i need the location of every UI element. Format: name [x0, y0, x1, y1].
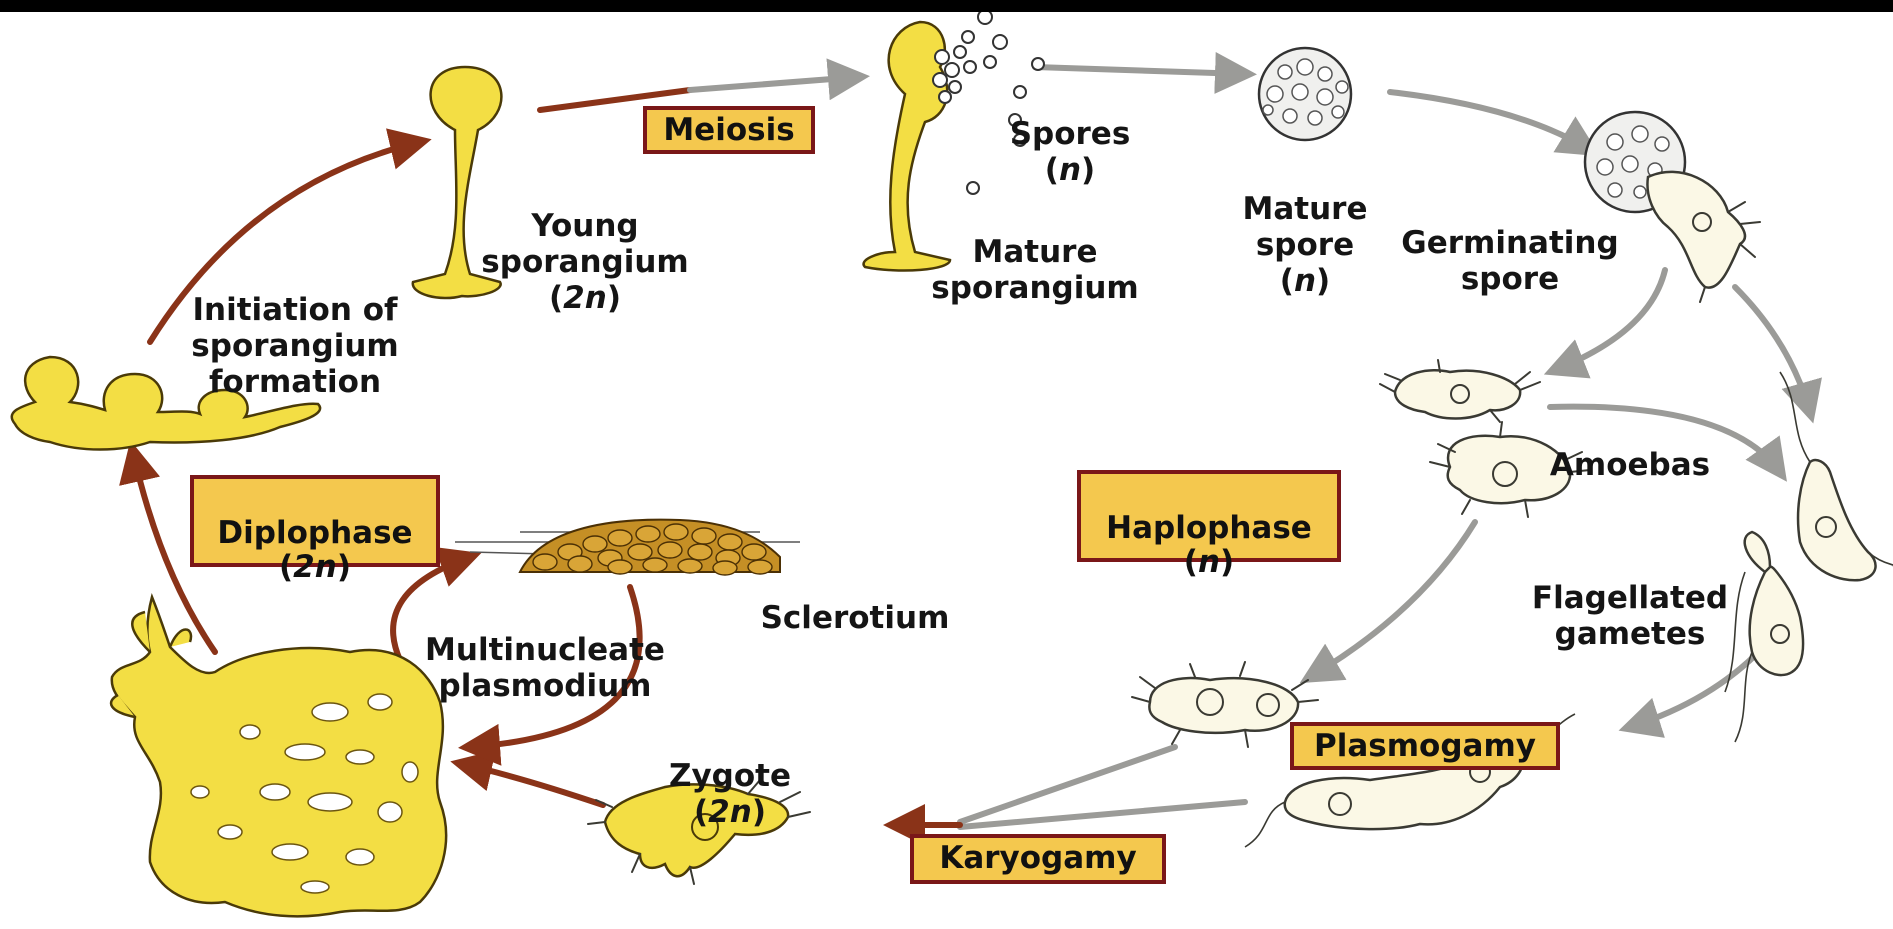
sclerotium-icon — [455, 520, 800, 575]
zygote-label: Zygote(2n) — [645, 722, 815, 830]
spores-label: Spores(n) — [990, 80, 1150, 188]
mature-sporangium-label: Mature sporangium — [905, 234, 1165, 306]
young-sporangium-ploidy: 2n — [563, 280, 607, 316]
zygote-text: Zygote — [669, 758, 791, 794]
mature-spore-label: Mature spore(n) — [1215, 155, 1395, 299]
arrow-germinating-to-gamete — [1735, 287, 1810, 412]
arrow-meiosis-to-mature-sporangium — [690, 77, 858, 90]
young-sporangium-label: Young sporangium(2n) — [455, 172, 715, 316]
life-cycle-diagram: Young sporangium(2n) Spores(n) Mature sp… — [0, 12, 1893, 929]
diplophase-ploidy: 2n — [293, 549, 337, 585]
mature-spore-ploidy: n — [1294, 263, 1316, 299]
karyogamy-box: Karyogamy — [910, 834, 1166, 884]
young-sporangium-text: Young sporangium — [481, 208, 688, 280]
flagellated-gamete-icons — [1725, 372, 1893, 742]
haplophase-text: Haplophase — [1106, 510, 1312, 546]
haplophase-box: Haplophase(n) — [1077, 470, 1341, 562]
flagellated-gametes-label: Flagellated gametes — [1515, 580, 1745, 652]
haplophase-ploidy: n — [1198, 544, 1220, 580]
amoeba-icons — [1380, 360, 1590, 517]
arrow-zygote-to-plasmodium — [462, 764, 603, 805]
initiation-label: Initiation of sporangium formation — [165, 292, 425, 400]
meiosis-box: Meiosis — [643, 106, 815, 154]
diplophase-text: Diplophase — [217, 515, 412, 551]
mature-spore-text: Mature spore — [1243, 191, 1368, 263]
amoebas-label: Amoebas — [1535, 447, 1725, 483]
arrow-spores-to-mature-spore — [1035, 67, 1245, 74]
spores-ploidy: n — [1059, 152, 1081, 188]
arrow-mature-spore-to-germinating — [1390, 92, 1590, 150]
spores-text: Spores — [1010, 116, 1131, 152]
sclerotium-label: Sclerotium — [735, 600, 975, 636]
plasmogamy-box: Plasmogamy — [1290, 722, 1560, 770]
zygote-ploidy: 2n — [708, 794, 752, 830]
multinucleate-plasmodium-label: Multinucleate plasmodium — [400, 632, 690, 704]
germinating-spore-label: Germinating spore — [1380, 225, 1640, 297]
diplophase-box: Diplophase(2n) — [190, 475, 440, 567]
mature-spore-icon — [1259, 48, 1351, 140]
